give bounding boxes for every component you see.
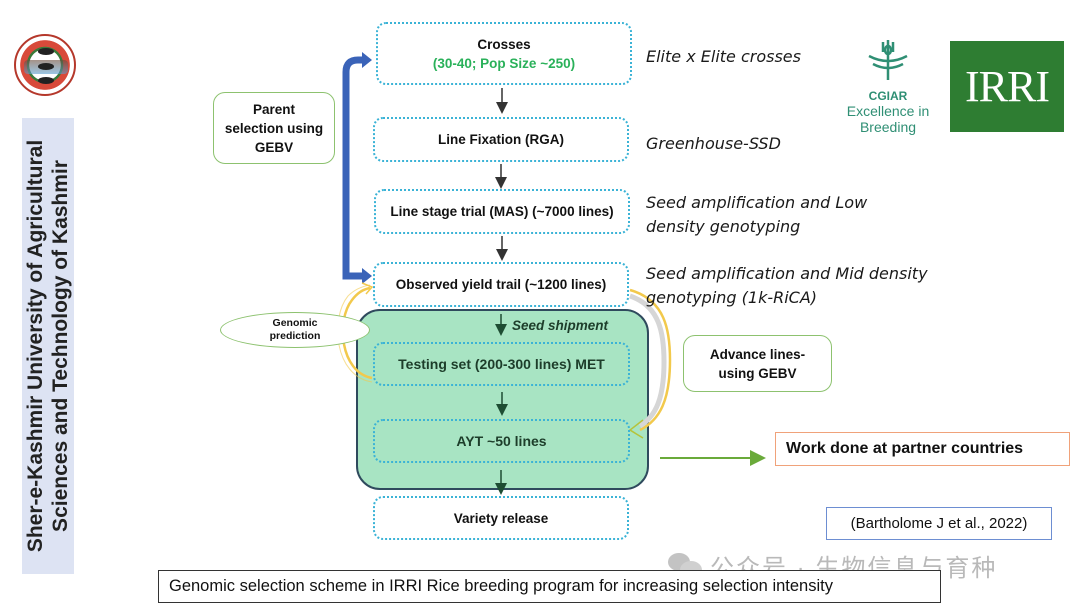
genomic-prediction-line2: prediction — [269, 330, 321, 342]
advance-lines-box: Advance lines- using GEBV — [683, 335, 832, 392]
parent-selection-arrow — [342, 52, 372, 284]
advance-lines-line1: Advance lines- — [709, 346, 806, 362]
testing-set-title: Testing set (200-300 lines) MET — [398, 356, 605, 372]
university-name-line2: Sciences and Technology of Kashmir — [49, 160, 72, 532]
flow-step-ayt: AYT ~50 lines — [373, 419, 630, 463]
seed-shipment-label: Seed shipment — [512, 318, 609, 333]
parent-selection-box: Parent selection using GEBV — [213, 92, 335, 164]
oyt-title: Observed yield trail (~1200 lines) — [395, 277, 607, 292]
genomic-prediction-line1: Genomic — [272, 317, 318, 329]
note-line-stage-line2: density genotyping — [646, 217, 801, 236]
note-oyt-line1: Seed amplification and Mid density — [646, 264, 928, 283]
parent-selection-line1: Parent — [252, 101, 296, 117]
citation-box: (Bartholome J et al., 2022) — [826, 507, 1052, 540]
line-fixation-title: Line Fixation (RGA) — [438, 132, 564, 147]
ayt-title: AYT ~50 lines — [456, 433, 547, 449]
cgiar-name: CGIAR — [868, 89, 908, 103]
advance-lines-line2: using GEBV — [718, 365, 797, 381]
parent-selection-line2: selection using — [224, 120, 324, 136]
note-line-stage-line1: Seed amplification and Low — [646, 193, 868, 212]
genomic-prediction-ellipse: Genomic prediction — [220, 312, 370, 348]
note-crosses: Elite x Elite crosses — [646, 47, 801, 66]
wheat-icon — [868, 40, 908, 80]
flow-step-line-stage-trial: Line stage trial (MAS) (~7000 lines) — [374, 189, 630, 234]
note-line-fixation: Greenhouse-SSD — [646, 134, 781, 153]
cgiar-sub-line1: Excellence in — [846, 103, 930, 119]
flow-step-variety-release: Variety release — [373, 496, 629, 540]
flow-step-crosses: Crosses (30-40; Pop Size ~250) — [376, 22, 632, 85]
university-name-line1: Sher-e-Kashmir University of Agricultura… — [24, 139, 47, 553]
cgiar-sub-line2: Breeding — [859, 119, 917, 135]
line-stage-title: Line stage trial (MAS) (~7000 lines) — [390, 204, 614, 219]
crosses-title: Crosses — [477, 36, 531, 52]
flow-step-observed-yield-trial: Observed yield trail (~1200 lines) — [373, 262, 629, 307]
cgiar-logo: CGIAR Excellence in Breeding — [838, 36, 938, 135]
parent-selection-line3: GEBV — [254, 139, 294, 155]
figure-caption: Genomic selection scheme in IRRI Rice br… — [158, 570, 941, 603]
note-oyt-line2: genotyping (1k-RiCA) — [646, 288, 818, 307]
university-name-banner: Sher-e-Kashmir University of Agricultura… — [22, 118, 74, 574]
partner-countries-box: Work done at partner countries — [775, 432, 1070, 466]
university-seal-logo — [14, 34, 76, 96]
irri-logo: IRRI — [950, 41, 1064, 132]
flow-step-line-fixation: Line Fixation (RGA) — [373, 117, 629, 162]
note-line-stage: Seed amplification and Low density genot… — [646, 191, 867, 239]
variety-release-title: Variety release — [453, 510, 549, 526]
crosses-subtitle: (30-40; Pop Size ~250) — [432, 55, 576, 71]
flow-step-testing-set: Testing set (200-300 lines) MET — [373, 342, 630, 386]
note-oyt: Seed amplification and Mid density genot… — [646, 262, 928, 310]
